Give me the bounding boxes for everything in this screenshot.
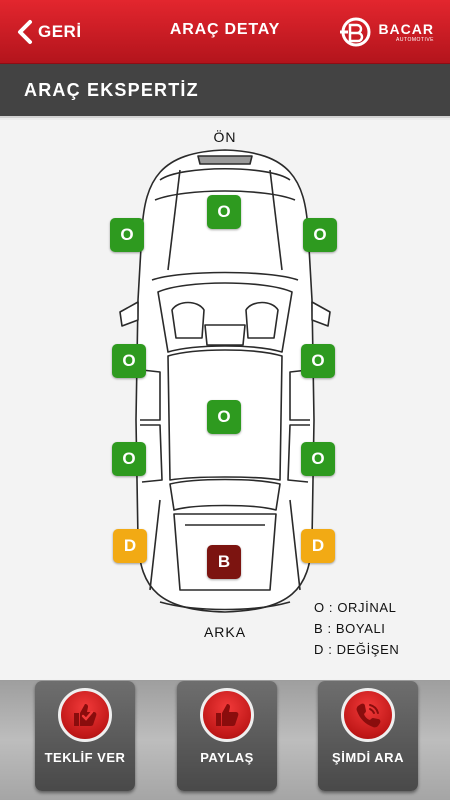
call-now-icon-circle bbox=[341, 688, 395, 742]
chevron-left-icon bbox=[18, 20, 32, 44]
action-bar: TEKLİF VER PAYLAŞ ŞİMDİ ARA bbox=[0, 680, 450, 800]
roof-status-badge: O bbox=[207, 400, 241, 434]
share-label: PAYLAŞ bbox=[200, 750, 254, 765]
rear-right-fender-status-badge: D bbox=[301, 529, 335, 563]
car-top-view-illustration bbox=[119, 149, 331, 613]
make-offer-icon-circle bbox=[58, 688, 112, 742]
thumbs-up-checkmark-icon bbox=[74, 704, 97, 726]
brand-logo: BACAR AUTOMOTIVE bbox=[340, 16, 434, 48]
rear-left-door-status-badge: O bbox=[112, 442, 146, 476]
front-left-fender-status-badge: O bbox=[110, 218, 144, 252]
expertise-panel: ÖN ARKA O O O O O O O O D D B O : ORJİNA… bbox=[0, 120, 450, 680]
thumbs-up-icon bbox=[216, 704, 239, 726]
make-offer-button[interactable]: TEKLİF VER bbox=[35, 681, 135, 791]
share-button[interactable]: PAYLAŞ bbox=[177, 681, 277, 791]
legend-item-original: O : ORJİNAL bbox=[314, 600, 397, 615]
brand-name: BACAR bbox=[378, 20, 434, 37]
front-left-door-status-badge: O bbox=[112, 344, 146, 378]
brand-b-icon bbox=[340, 17, 371, 47]
front-right-fender-status-badge: O bbox=[303, 218, 337, 252]
legend-item-painted: B : BOYALI bbox=[314, 621, 386, 636]
back-label: GERİ bbox=[38, 22, 82, 41]
phone-icon bbox=[356, 703, 381, 728]
front-label: ÖN bbox=[213, 129, 237, 145]
call-now-label: ŞİMDİ ARA bbox=[332, 750, 404, 765]
back-button[interactable]: GERİ bbox=[16, 18, 82, 46]
share-icon-circle bbox=[200, 688, 254, 742]
front-right-door-status-badge: O bbox=[301, 344, 335, 378]
rear-label: ARKA bbox=[203, 624, 247, 640]
rear-right-door-status-badge: O bbox=[301, 442, 335, 476]
hood-status-badge: O bbox=[207, 195, 241, 229]
rear-left-fender-status-badge: D bbox=[113, 529, 147, 563]
brand-subtitle: AUTOMOTIVE bbox=[396, 36, 434, 43]
section-title: ARAÇ EKSPERTİZ bbox=[24, 80, 199, 100]
make-offer-label: TEKLİF VER bbox=[44, 750, 126, 765]
call-now-button[interactable]: ŞİMDİ ARA bbox=[318, 681, 418, 791]
app-header: GERİ ARAÇ DETAY BACAR AUTOMOTIVE bbox=[0, 0, 450, 64]
section-bar: ARAÇ EKSPERTİZ bbox=[0, 64, 450, 118]
status-legend: O : ORJİNAL B : BOYALI D : DEĞİŞEN bbox=[314, 597, 399, 660]
trunk-status-badge: B bbox=[207, 545, 241, 579]
page-title: ARAÇ DETAY bbox=[169, 21, 281, 38]
legend-item-replaced: D : DEĞİŞEN bbox=[314, 642, 400, 657]
